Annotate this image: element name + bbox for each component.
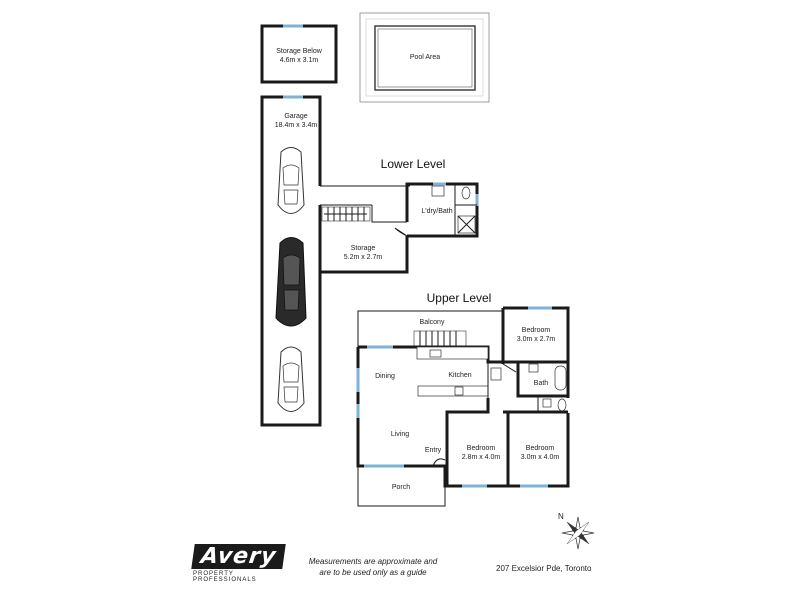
storage-below-label: Storage Below (276, 48, 322, 55)
toilet-icon (461, 186, 471, 200)
bedroom-1-size: 3.0m x 2.7m (517, 336, 556, 343)
living-label: Living (391, 431, 409, 438)
bath-label: Bath (534, 380, 549, 387)
porch-area: Porch (357, 466, 446, 507)
stairs-icon (413, 330, 467, 347)
property-address: 207 Excelsior Pde, Toronto (496, 564, 592, 573)
kitchen-island (417, 385, 489, 397)
garage-size: 18.4m x 3.4m (275, 122, 318, 129)
laundry-bath-room: L'dry/Bath (405, 182, 479, 238)
toilet-icon (557, 398, 567, 412)
sink-icon (429, 349, 442, 358)
garage-room: Garage 18.4m x 3.4m (260, 95, 410, 427)
storage-room: Storage 5.2m x 2.7m (318, 204, 409, 274)
bath-room: Bath (516, 362, 568, 398)
car-icon (277, 147, 305, 214)
bedroom-3-size: 3.0m x 4.0m (521, 454, 560, 461)
balcony-label: Balcony (420, 319, 445, 326)
compass-icon: N (558, 512, 595, 550)
sink-icon (431, 185, 445, 197)
brand-name: Avery (191, 544, 287, 569)
brand-logo: Avery PROPERTY PROFESSIONALS (191, 544, 291, 583)
balcony-area: Balcony (357, 310, 503, 347)
storage-size: 5.2m x 2.7m (344, 254, 383, 261)
cooktop-icon (454, 386, 464, 396)
car-icon (275, 237, 307, 327)
storage-label: Storage (351, 245, 376, 252)
garage-label: Garage (284, 113, 307, 120)
fridge-icon (490, 367, 502, 381)
kitchen-label: Kitchen (448, 372, 471, 379)
bathtub-icon (554, 365, 567, 391)
bedroom-walls: Entry Bedroom 2.8m x 4.0m Bedroom 3.0m x… (425, 396, 568, 486)
bedroom-2-label: Bedroom (467, 445, 496, 452)
bedroom-1-label: Bedroom (522, 327, 551, 334)
kitchen-room: Kitchen Dining Living (375, 346, 502, 438)
brand-tagline: PROPERTY PROFESSIONALS (193, 571, 257, 583)
pool-area-label: Pool Area (410, 54, 440, 61)
dining-label: Dining (375, 373, 395, 380)
car-icon (277, 346, 305, 412)
bedroom-2-size: 2.8m x 4.0m (462, 454, 501, 461)
porch-label: Porch (392, 484, 410, 491)
upper-level-title: Upper Level (427, 291, 492, 305)
sink-icon (542, 398, 552, 408)
compass-north-label: N (558, 512, 564, 521)
measurements-disclaimer: Measurements are approximate and are to … (308, 557, 438, 577)
laundry-bath-label: L'dry/Bath (421, 208, 452, 215)
bedroom-3-label: Bedroom (526, 445, 555, 452)
storage-below-room: Storage Below 4.6m x 3.1m (260, 24, 338, 84)
sink-icon (528, 363, 539, 373)
entry-label: Entry (425, 447, 442, 454)
storage-below-size: 4.6m x 3.1m (280, 57, 319, 64)
pool-area: Pool Area (359, 12, 490, 103)
stairs-icon (321, 206, 371, 222)
bedroom-1-room: Bedroom 3.0m x 2.7m (502, 327, 568, 373)
lower-level-title: Lower Level (381, 157, 446, 171)
